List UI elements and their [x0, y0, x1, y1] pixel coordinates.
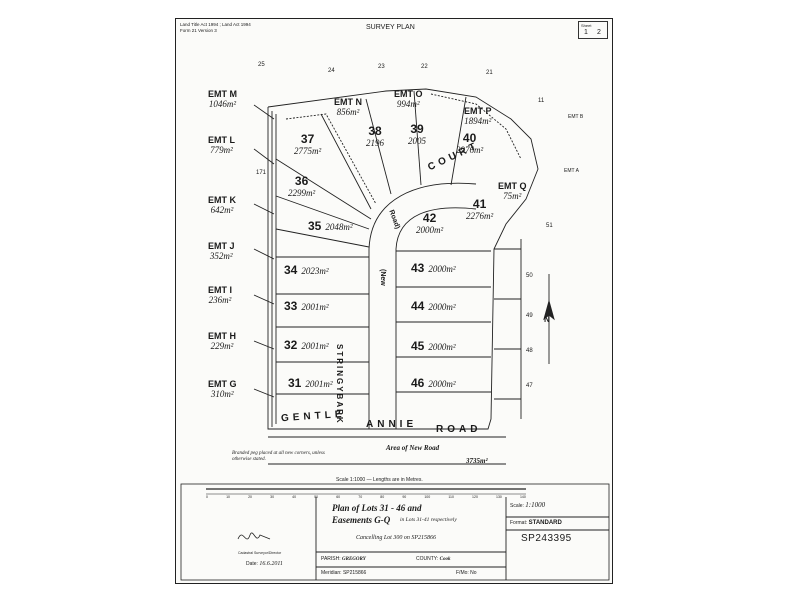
- scale-tick: 70: [358, 495, 363, 499]
- neighbour-22: 22: [421, 64, 428, 70]
- form-text: Form 21 Version 3: [180, 28, 217, 33]
- scale-ticks: 0 10 20 30 40 50 60 70 80 90 100 110 120 130 140: [206, 495, 526, 499]
- scale-text: Scale 1:1000 — Lengths are in Metres.: [336, 477, 423, 483]
- survey-linework: [180, 88, 610, 581]
- road-label-stringybark: STRINGYBARK: [335, 344, 344, 425]
- neighbour-50: 50: [526, 273, 533, 279]
- scale-tick: 120: [472, 495, 478, 499]
- lot-33: 33 2001m²: [284, 299, 329, 313]
- emt-a-label: EMT A: [564, 168, 579, 174]
- branded-peg-note: Branded peg placed at all new corners, u…: [232, 451, 325, 462]
- sheet-label: Sheet: [581, 23, 592, 28]
- fmo-field: F/Mo: No: [456, 570, 477, 576]
- scale-tick: 10: [226, 495, 230, 499]
- format-field: Format: STANDARD: [510, 520, 562, 526]
- lot-35: 35 2048m²: [308, 219, 353, 233]
- road-label-annie: ANNIE: [366, 419, 418, 430]
- lot-34: 34 2023m²: [284, 263, 329, 277]
- neighbour-25: 25: [258, 62, 265, 68]
- neighbour-23: 23: [378, 64, 385, 70]
- neighbour-51: 51: [546, 223, 553, 229]
- surveyor-caption: Cadastral Surveyor/Director: [238, 551, 282, 555]
- lot-45: 45 2000m²: [411, 339, 456, 353]
- neighbour-11: 11: [538, 98, 545, 104]
- scale-field: Scale: 1:1000: [510, 501, 546, 509]
- meridian-field: Meridian: SP215866: [321, 570, 367, 576]
- neighbour-49: 49: [526, 313, 533, 319]
- scale-tick: 100: [424, 495, 431, 499]
- plan-title-line2: Easements G-Q: [332, 515, 391, 525]
- scale-tick: 50: [314, 495, 319, 499]
- area-new-road-value: 3735m²: [466, 457, 488, 465]
- plan-header-title: SURVEY PLAN: [366, 24, 415, 31]
- scale-tick: 130: [496, 495, 502, 499]
- lot-32: 32 2001m²: [284, 338, 329, 352]
- neighbour-47: 47: [526, 383, 533, 389]
- scale-tick: 110: [448, 495, 454, 499]
- plan-title-line1: Plan of Lots 31 - 46 and: [332, 503, 422, 513]
- road-label-road: ROAD: [436, 424, 482, 435]
- scale-tick: 30: [270, 495, 275, 499]
- lot-46: 46 2000m²: [411, 376, 456, 390]
- neighbour-24: 24: [328, 68, 335, 74]
- scale-tick: 40: [292, 495, 297, 499]
- emt-b-label: EMT B: [568, 114, 584, 120]
- date-field: Date: 16.6.2011: [246, 561, 283, 567]
- scale-tick: 80: [380, 495, 385, 499]
- scale-tick: 20: [248, 495, 253, 499]
- acts-text: Land Title Act 1994 ; Land Act 1994: [180, 22, 251, 27]
- scale-tick: 140: [519, 495, 526, 499]
- neighbour-21: 21: [486, 70, 493, 76]
- sheet-box: Sheet 1 2: [578, 21, 608, 39]
- road-label-new: (New: [379, 269, 386, 286]
- lot-31: 31 2001m²: [288, 376, 333, 390]
- area-new-road-label: Area of New Road: [386, 444, 440, 452]
- parish-field: PARISH: GREGORY: [321, 556, 366, 562]
- plan-number: SP243395: [521, 533, 572, 544]
- plan-title-line2b: in Lots 31-41 respectively: [400, 517, 457, 523]
- neighbour-48: 48: [526, 348, 533, 354]
- survey-plan-sheet: Land Title Act 1994 ; Land Act 1994 Form…: [175, 18, 613, 584]
- county-field: COUNTY: Cook: [416, 556, 451, 562]
- scale-tick: 0: [206, 495, 208, 499]
- sheet-of: 2: [597, 29, 601, 36]
- scale-tick: 60: [336, 495, 341, 499]
- lot-43: 43 2000m²: [411, 261, 456, 275]
- north-arrow-label: N: [544, 315, 550, 324]
- neighbour-171: 171: [256, 170, 267, 176]
- scale-tick: 90: [402, 495, 407, 499]
- sheet-number: 1: [584, 29, 588, 36]
- lot-44: 44 2000m²: [411, 299, 456, 313]
- cancelling-text: Cancelling Lot 300 on SP215866: [356, 535, 436, 541]
